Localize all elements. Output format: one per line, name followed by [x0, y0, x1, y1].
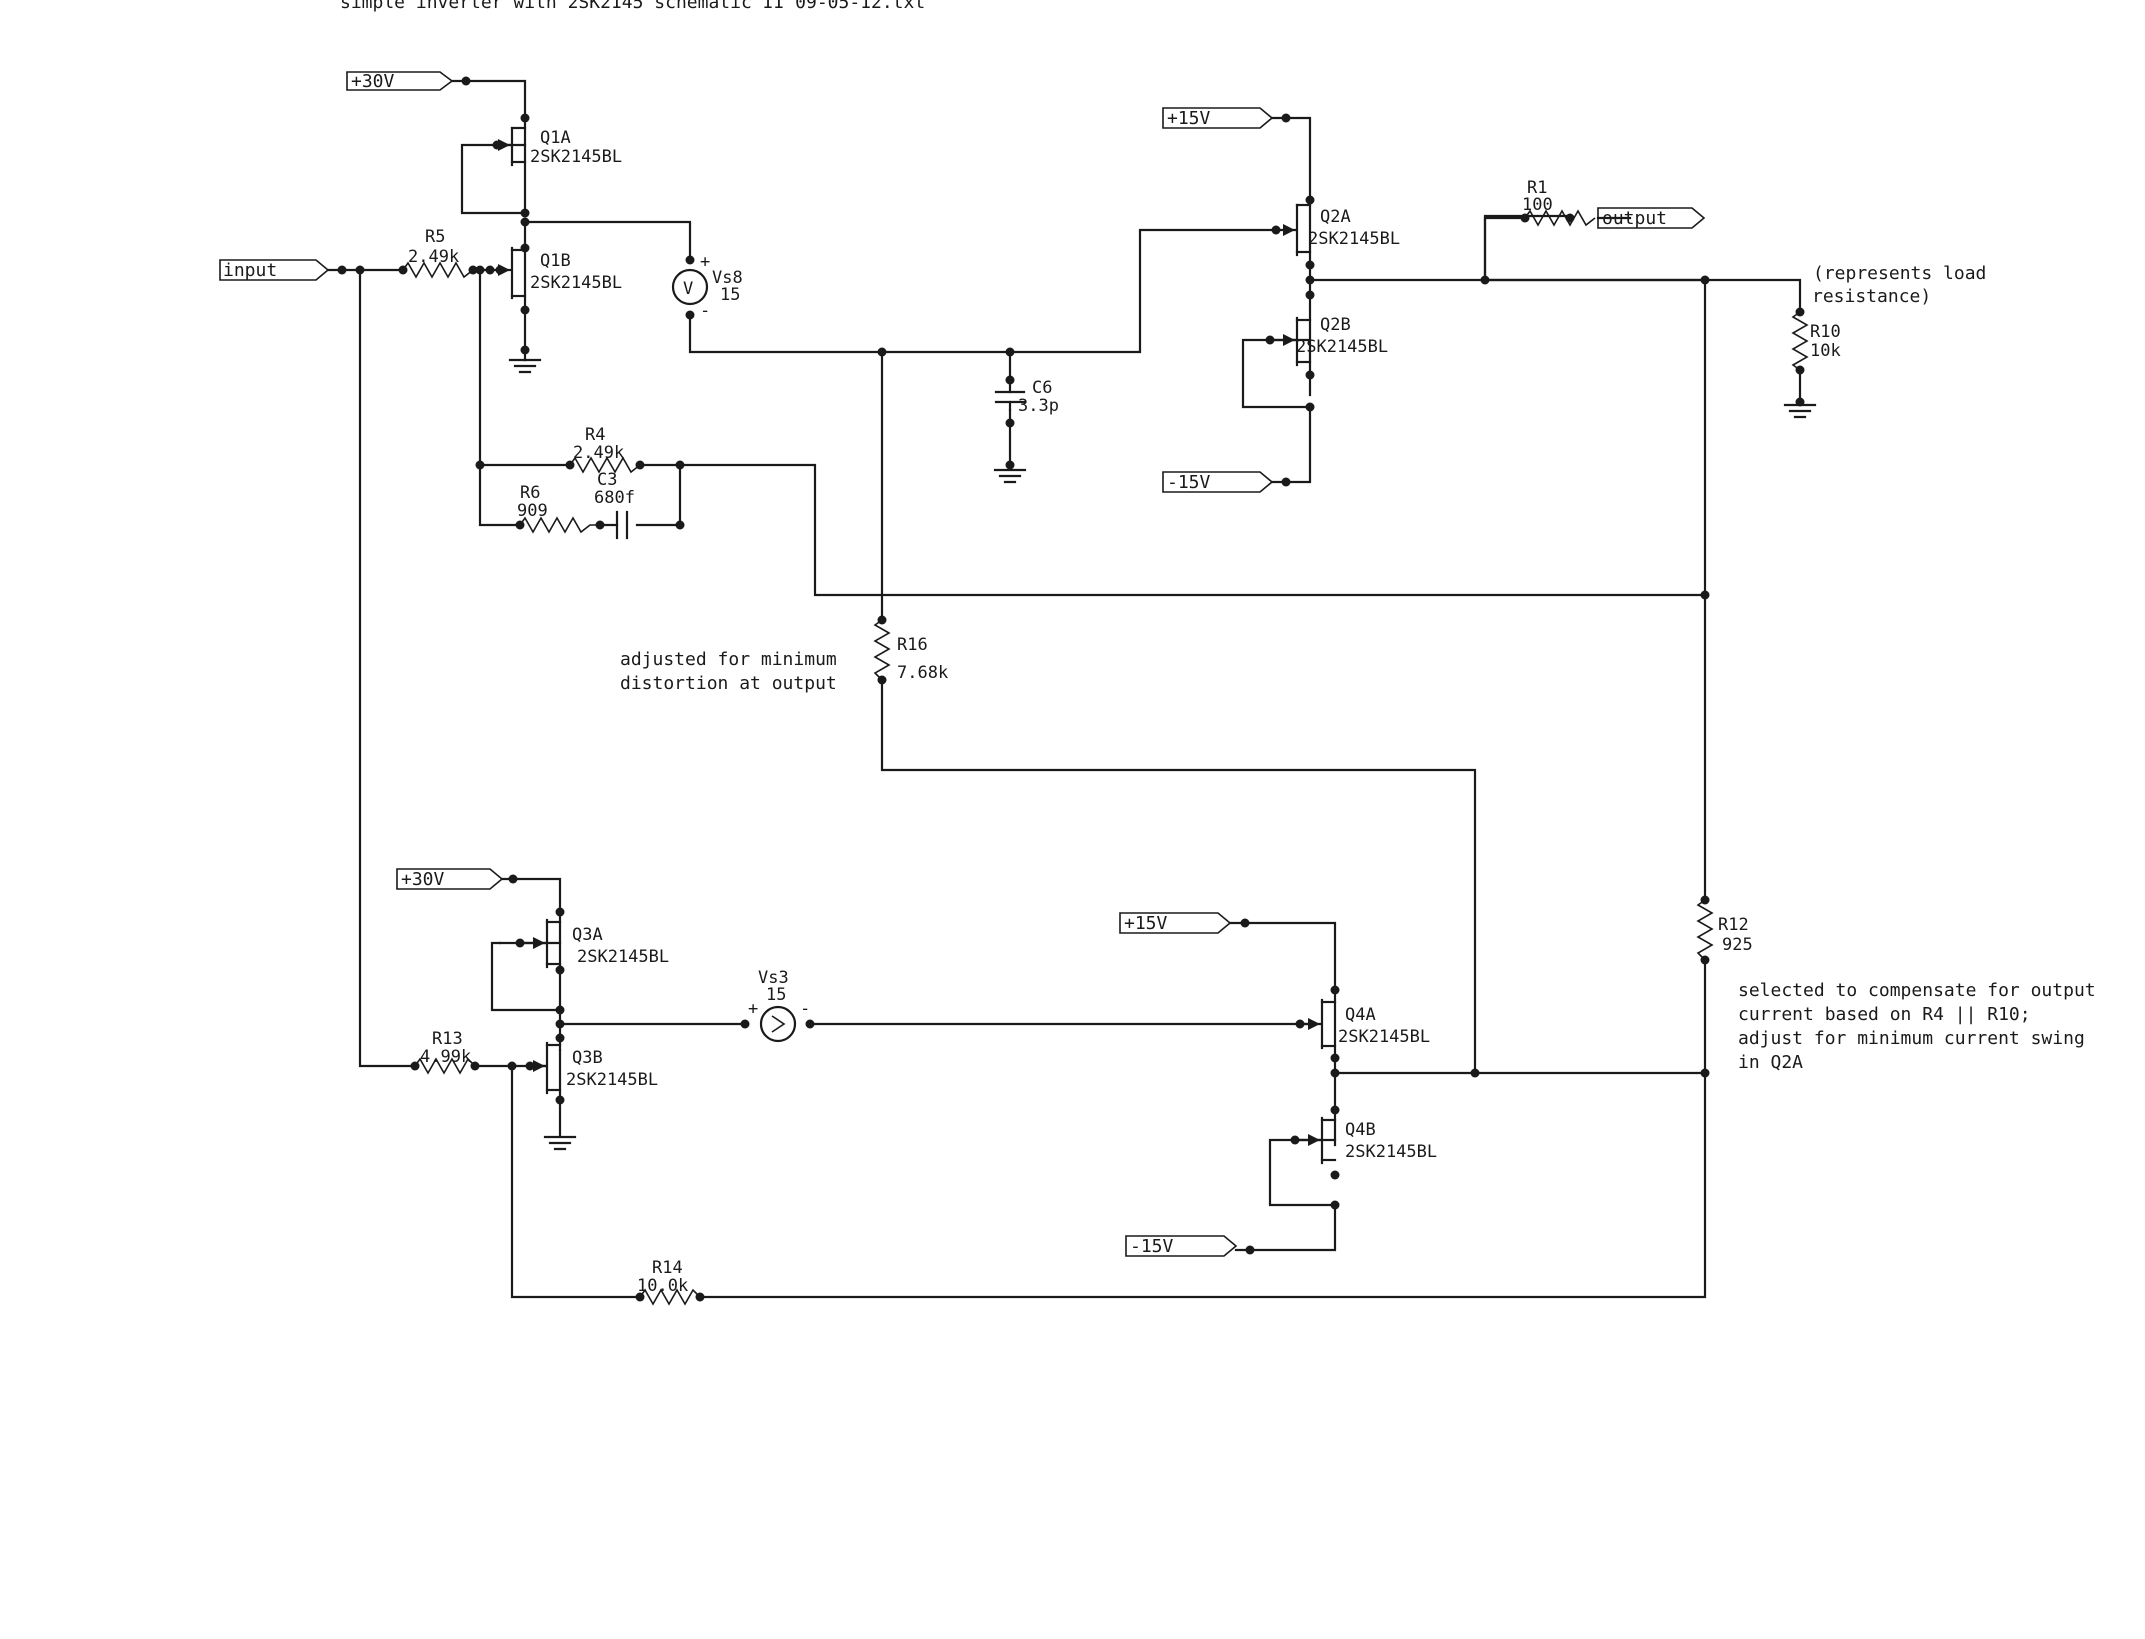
- vs8-minus: -: [700, 301, 710, 321]
- port-output: output: [1597, 207, 1706, 229]
- port-p30v-top-label: +30V: [351, 71, 395, 92]
- c6-value: 3.3p: [1018, 396, 1059, 416]
- vs8-plus: +: [700, 252, 710, 272]
- r5-value: 2.49k: [408, 247, 459, 267]
- resistor-r5: R5 2.49k: [402, 227, 474, 279]
- resistor-r12: R12 925: [1696, 899, 1753, 961]
- transistor-q2a: Q2A 2SK2145BL: [1274, 203, 1400, 257]
- vs8-ref: Vs8: [712, 268, 743, 288]
- r10-ref: R10: [1810, 322, 1841, 342]
- resistor-r13: R13 4.99k: [414, 1029, 476, 1075]
- q1b-part: 2SK2145BL: [530, 273, 622, 293]
- c6-ref: C6: [1032, 378, 1052, 398]
- capacitor-c3: C3 680f: [594, 470, 635, 540]
- transistor-q3a: Q3A 2SK2145BL: [518, 918, 669, 969]
- note-load-line1: (represents load: [1813, 263, 1986, 284]
- r6-ref: R6: [520, 483, 540, 503]
- q1a-part: 2SK2145BL: [530, 147, 622, 167]
- vs3-plus: +: [748, 999, 758, 1019]
- q1a-ref: Q1A: [540, 128, 571, 148]
- r13-value: 4.99k: [420, 1047, 471, 1067]
- q4b-part: 2SK2145BL: [1345, 1142, 1437, 1162]
- resistor-r14: R14 10.0k: [637, 1258, 701, 1306]
- port-p30v-top: +30V: [346, 71, 454, 92]
- r4-value: 2.49k: [573, 443, 624, 463]
- r14-value: 10.0k: [637, 1276, 688, 1296]
- q2a-part: 2SK2145BL: [1308, 229, 1400, 249]
- port-output-label: output: [1602, 208, 1667, 229]
- ground-icon: [543, 1135, 577, 1151]
- ground-icon: [508, 358, 542, 374]
- q2a-ref: Q2A: [1320, 207, 1351, 227]
- r1-value: 100: [1522, 195, 1553, 215]
- r12-value: 925: [1722, 935, 1753, 955]
- q3b-part: 2SK2145BL: [566, 1070, 658, 1090]
- transistor-q4a: Q4A 2SK2145BL: [1298, 998, 1430, 1050]
- ground-icon: [993, 468, 1027, 484]
- r14-ref: R14: [652, 1258, 683, 1278]
- resistor-r16: R16 7.68k: [873, 619, 948, 683]
- q4a-ref: Q4A: [1345, 1005, 1376, 1025]
- source-vs3: + - Vs3 15: [748, 968, 810, 1043]
- port-p15v-top-label: +15V: [1167, 108, 1211, 129]
- resistor-r10: R10 10k: [1791, 311, 1841, 371]
- port-input-label: input: [223, 260, 277, 281]
- r16-ref: R16: [897, 635, 928, 655]
- r1-ref: R1: [1527, 178, 1547, 198]
- vs3-ref: Vs3: [758, 968, 789, 988]
- resistor-r6: R6 909: [517, 483, 600, 534]
- transistor-q3b: Q3B 2SK2145BL: [528, 1041, 658, 1095]
- q4a-part: 2SK2145BL: [1338, 1027, 1430, 1047]
- transistor-q1a: Q1A 2SK2145BL: [495, 126, 622, 167]
- port-input: input: [219, 259, 330, 281]
- port-p30v-bottom-label: +30V: [401, 869, 445, 890]
- r12-ref: R12: [1718, 915, 1749, 935]
- r6-value: 909: [517, 501, 548, 521]
- c3-value: 680f: [594, 488, 635, 508]
- schematic-title: simple inverter with 2SK2145 schematic I…: [340, 0, 925, 13]
- transistor-q1b: Q1B 2SK2145BL: [498, 246, 622, 300]
- ground-icon: [1783, 403, 1817, 419]
- note-r12-line4: in Q2A: [1738, 1052, 1803, 1073]
- c3-ref: C3: [597, 470, 617, 490]
- port-m15v-top-label: -15V: [1167, 472, 1211, 493]
- q3b-ref: Q3B: [572, 1048, 603, 1068]
- q1b-ref: Q1B: [540, 251, 571, 271]
- vs3-value: 15: [766, 985, 786, 1005]
- port-p15v-bottom-label: +15V: [1124, 913, 1168, 934]
- note-r12-line1: selected to compensate for output: [1738, 980, 2096, 1001]
- port-p30v-bottom: +30V: [396, 868, 504, 890]
- note-r12-line3: adjust for minimum current swing: [1738, 1028, 2085, 1049]
- vs8-symbol: V: [683, 279, 693, 299]
- port-m15v-bottom: -15V: [1125, 1235, 1238, 1257]
- capacitor-c6: C6 3.3p: [994, 378, 1059, 416]
- r4-ref: R4: [585, 425, 605, 445]
- q2b-part: 2SK2145BL: [1296, 337, 1388, 357]
- note-r12-line2: current based on R4 || R10;: [1738, 1004, 2031, 1025]
- source-vs8: V + - Vs8 15: [671, 252, 743, 321]
- note-r16-line2: distortion at output: [620, 673, 837, 694]
- port-m15v-bottom-label: -15V: [1130, 1236, 1174, 1257]
- q4b-ref: Q4B: [1345, 1120, 1376, 1140]
- q3a-ref: Q3A: [572, 925, 603, 945]
- port-p15v-bottom: +15V: [1119, 912, 1232, 934]
- port-m15v-top: -15V: [1162, 471, 1274, 493]
- transistor-q4b: Q4B 2SK2145BL: [1293, 1116, 1437, 1165]
- resistor-r4: R4 2.49k: [569, 425, 641, 474]
- q3a-part: 2SK2145BL: [577, 947, 669, 967]
- r10-value: 10k: [1810, 341, 1841, 361]
- transistor-q2b: Q2B 2SK2145BL: [1268, 315, 1388, 367]
- resistor-r1: R1 100: [1483, 178, 1596, 282]
- r5-ref: R5: [425, 227, 445, 247]
- q2b-ref: Q2B: [1320, 315, 1351, 335]
- r16-value: 7.68k: [897, 663, 948, 683]
- junction-dots: [337, 76, 1805, 1302]
- note-r16-line1: adjusted for minimum: [620, 649, 837, 670]
- r13-ref: R13: [432, 1029, 463, 1049]
- port-p15v-top: +15V: [1162, 107, 1274, 129]
- note-load-line2: resistance): [1812, 286, 1931, 307]
- vs8-value: 15: [720, 285, 740, 305]
- vs3-minus: -: [800, 999, 810, 1019]
